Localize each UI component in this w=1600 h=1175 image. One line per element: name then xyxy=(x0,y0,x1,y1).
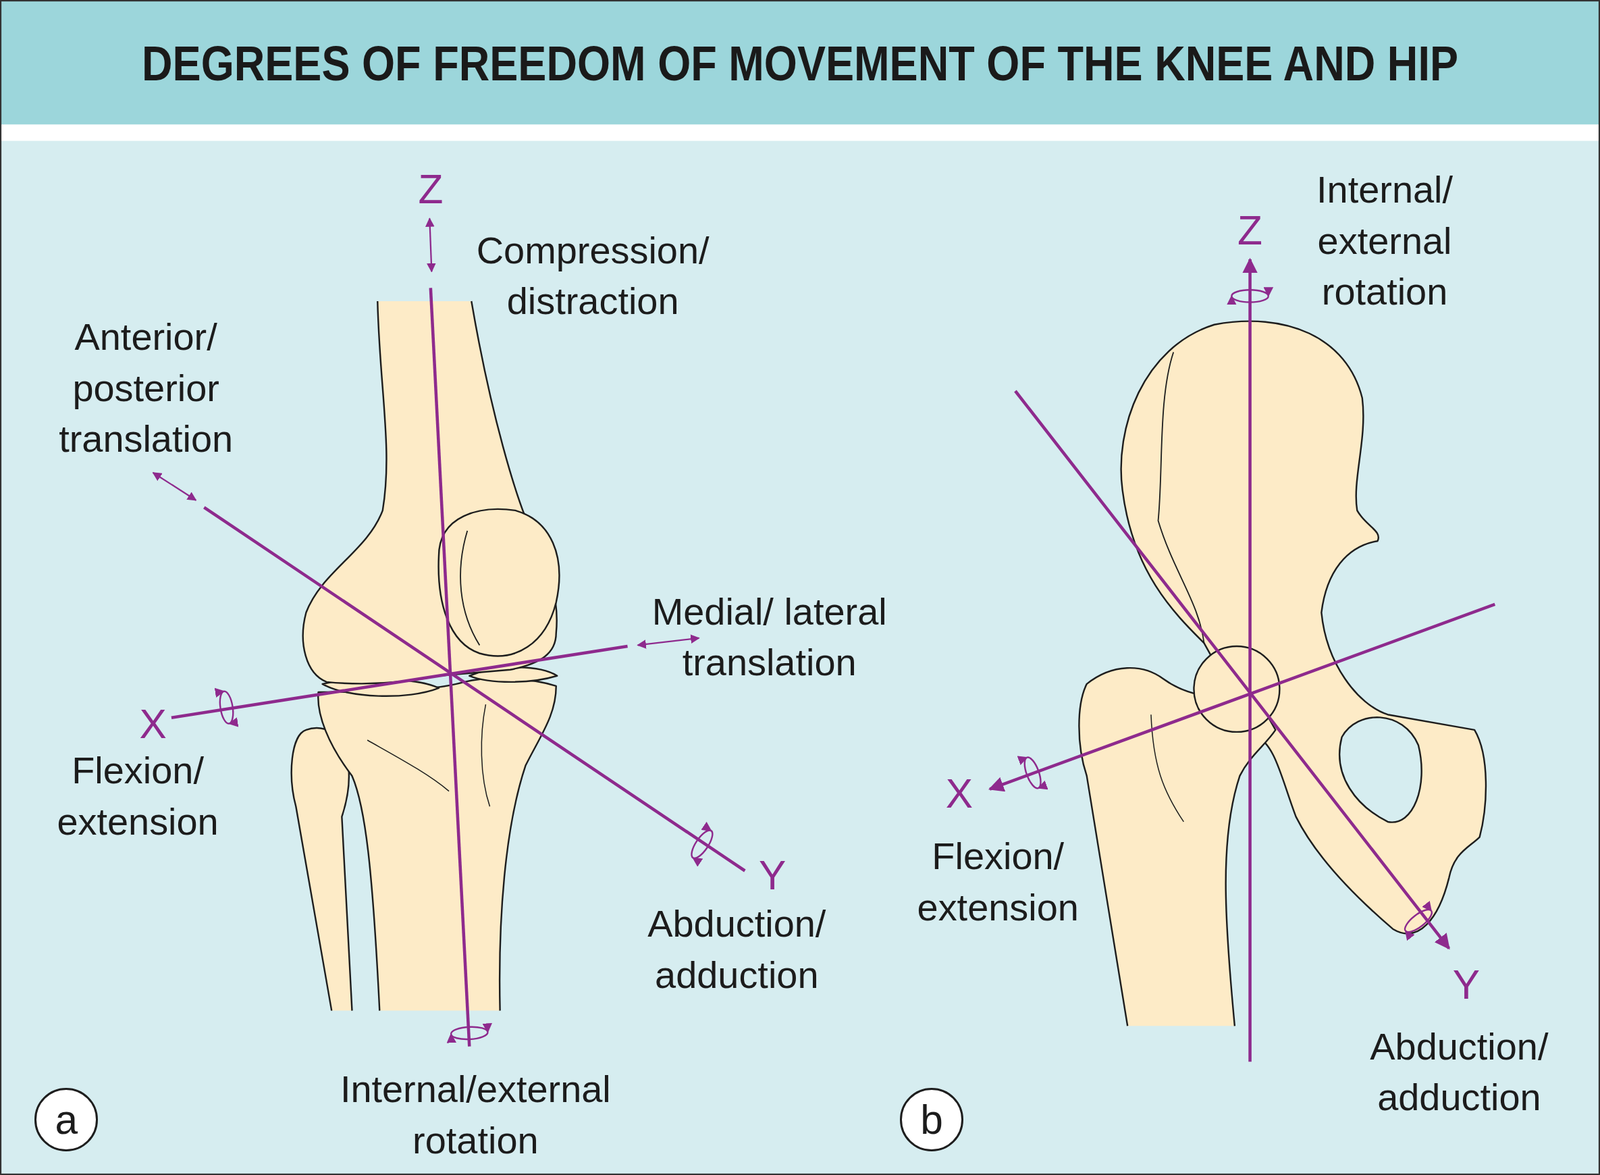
movement-label: Flexion/ extension xyxy=(25,744,251,847)
title-stripe xyxy=(0,124,1600,141)
movement-label: Medial/ lateral translation xyxy=(649,585,890,688)
tibia-contour xyxy=(481,704,490,807)
title-band xyxy=(0,0,1600,125)
rotation-arrow xyxy=(1401,905,1435,936)
rotation-arrow xyxy=(1021,755,1045,791)
axis-letter: Z xyxy=(400,162,462,218)
movement-label: Compression/ distraction xyxy=(439,224,746,327)
x-axis xyxy=(171,646,628,718)
x-axis xyxy=(989,604,1495,790)
tibia-contour xyxy=(367,739,449,792)
y-axis xyxy=(203,507,745,871)
rotation-arrow xyxy=(687,827,717,861)
panel-letter: a xyxy=(54,1099,78,1140)
movement-label: Internal/external rotation xyxy=(301,1063,649,1166)
rotation-arrow xyxy=(218,689,235,725)
z-axis xyxy=(430,287,470,1046)
z-axis xyxy=(1248,259,1252,1062)
movement-label: Abduction/ adduction xyxy=(614,897,860,1000)
movement-label: Anterior/ posterior translation xyxy=(23,311,269,464)
title: DEGREES OF FREEDOM OF MOVEMENT OF THE KN… xyxy=(141,35,1459,92)
translation-arrow xyxy=(429,218,432,273)
rotation-arrow xyxy=(1231,289,1268,302)
hip-axes xyxy=(989,259,1495,1062)
panel-letter-circle: a xyxy=(34,1087,98,1152)
axis-letter: Y xyxy=(1435,957,1498,1013)
patella xyxy=(438,509,560,656)
ilium-contour xyxy=(1158,352,1205,644)
trochanteric-line xyxy=(1151,714,1184,822)
hip-bones xyxy=(1078,321,1486,1027)
y-axis xyxy=(1015,390,1449,948)
panel-letter-circle: b xyxy=(899,1087,964,1152)
fibula-outline xyxy=(291,727,353,1011)
rotation-arrow xyxy=(450,1025,489,1040)
movement-label: Abduction/ adduction xyxy=(1336,1020,1582,1123)
obturator-foramen xyxy=(1339,716,1422,822)
patella-facet xyxy=(460,530,480,645)
fibula-fill xyxy=(291,727,353,1011)
axis-letter: X xyxy=(122,696,184,753)
tibia-fill xyxy=(317,678,557,1011)
movement-label: Internal/ external rotation xyxy=(1282,164,1487,317)
translation-arrow xyxy=(153,472,196,501)
axis-letter: Y xyxy=(741,847,804,904)
tibia-outline xyxy=(317,678,557,1011)
axis-letter: X xyxy=(928,766,990,822)
axis-letter: Z xyxy=(1219,203,1281,259)
panel-letter: b xyxy=(920,1099,944,1140)
movement-label: Flexion/ extension xyxy=(885,830,1111,933)
